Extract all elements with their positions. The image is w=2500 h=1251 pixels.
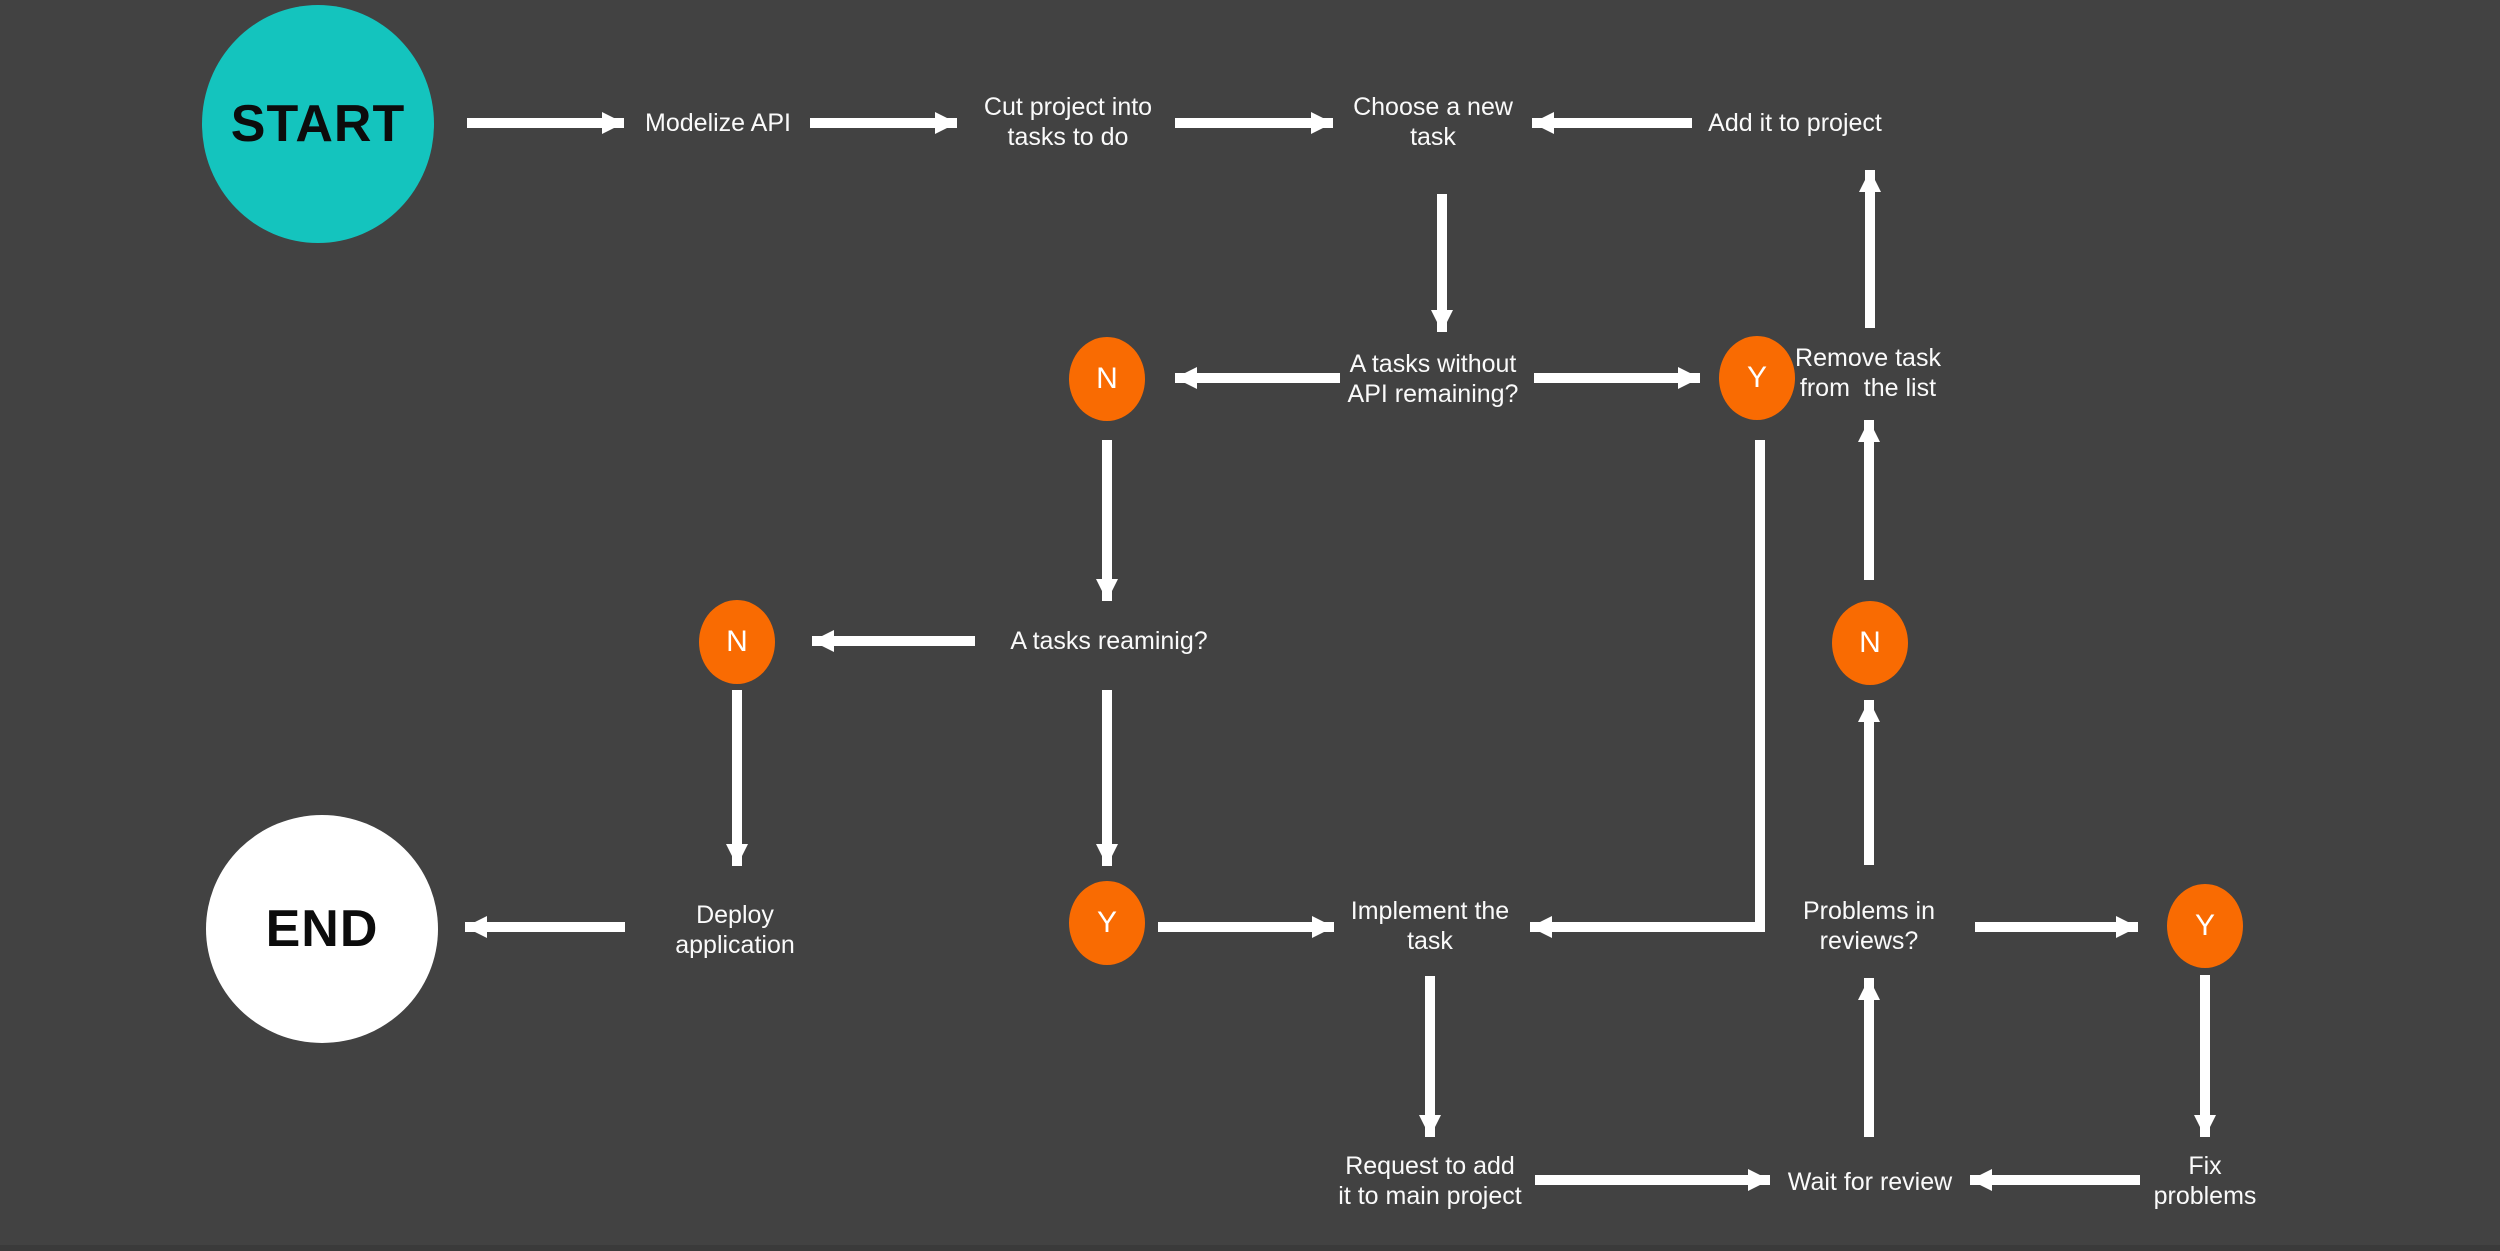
badge-yes-problems: Y (2167, 884, 2243, 968)
step-cut-project: Cut project into tasks to do (983, 93, 1153, 151)
step-tasks-without-api: A tasks without API remaining? (1347, 350, 1519, 408)
badge-no-problems: N (1832, 601, 1908, 685)
end-terminal-label: END (265, 900, 379, 958)
step-implement: Implement the task (1350, 897, 1510, 955)
step-problems-in-reviews: Problems in reviews? (1803, 897, 1935, 955)
badge-no-without-api-label: N (1096, 362, 1118, 395)
badge-no-problems-label: N (1859, 626, 1881, 659)
step-wait-review: Wait for review (1787, 1168, 1953, 1196)
badge-no-tasks-remaining: N (699, 600, 775, 684)
connector-yestop-to-implement (1530, 440, 1765, 939)
badge-yes-without-api: Y (1719, 336, 1795, 420)
bottom-edge (0, 1245, 2500, 1251)
step-deploy: Deploy application (675, 901, 795, 959)
step-add-to-project: Add it to project (1708, 109, 1882, 137)
badge-yes-tasks-remaining: Y (1069, 881, 1145, 965)
badge-no-tasks-remaining-label: N (726, 625, 748, 658)
badge-yes-without-api-label: Y (1746, 361, 1767, 394)
step-tasks-remaining: A tasks reaminig? (1010, 627, 1208, 655)
step-remove-task: Remove task from the list (1795, 344, 1941, 402)
start-terminal-label: START (230, 95, 406, 153)
step-fix-problems: Fix problems (2153, 1152, 2257, 1210)
step-choose-task: Choose a new task (1353, 93, 1513, 151)
start-terminal: START (202, 5, 434, 243)
badge-yes-tasks-remaining-label: Y (1096, 906, 1117, 939)
badge-no-without-api: N (1069, 337, 1145, 421)
badge-yes-problems-label: Y (2194, 909, 2215, 942)
step-modelize-api: Modelize API (645, 109, 791, 137)
end-terminal: END (206, 815, 438, 1043)
step-request-add: Request to add it to main project (1338, 1152, 1522, 1210)
